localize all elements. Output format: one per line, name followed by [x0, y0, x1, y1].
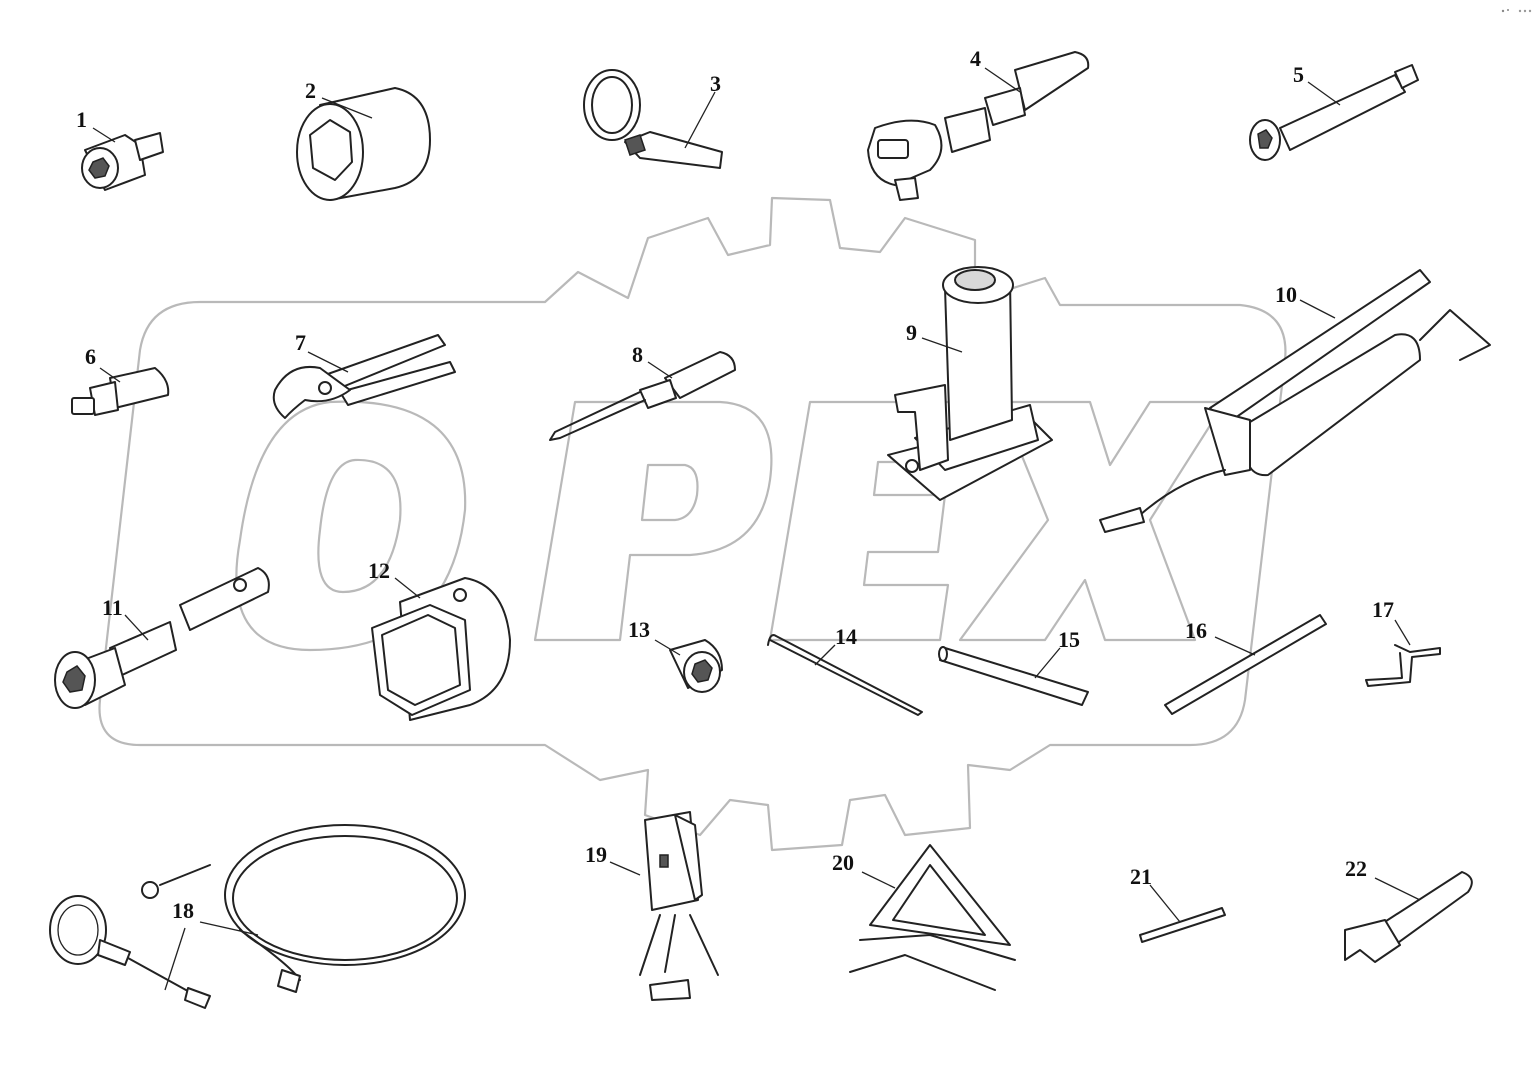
callout-6: 6: [85, 344, 96, 369]
callout-20: 20: [832, 850, 854, 875]
part-5-extension-bar: [1249, 64, 1419, 161]
callout-11: 11: [102, 595, 123, 620]
part-21-valve-tool: [1139, 907, 1226, 943]
part-2-large-socket: [296, 87, 431, 201]
callout-18: 18: [172, 898, 194, 923]
callout-17: 17: [1372, 597, 1394, 622]
part-15-tube: [938, 646, 1089, 706]
corner-mark: [1500, 2, 1534, 13]
callout-10: 10: [1275, 282, 1297, 307]
callout-22: 22: [1345, 856, 1367, 881]
watermark-letter-p: [533, 400, 773, 642]
part-16-brace-bar: [1164, 614, 1327, 715]
part-11-box-spanner: [54, 567, 270, 709]
part-13-small-socket: [669, 639, 723, 693]
part-1-socket-adapter: [81, 132, 164, 191]
watermark-gear-outline: [98, 196, 1287, 852]
callout-14: 14: [835, 624, 857, 649]
watermark-letter-x: [958, 400, 1227, 642]
callout-3: 3: [710, 71, 721, 96]
callout-5: 5: [1293, 62, 1304, 87]
callout-1: 1: [76, 107, 87, 132]
part-14-tyre-lever: [767, 634, 923, 716]
callout-13: 13: [628, 617, 650, 642]
callout-19: 19: [585, 842, 607, 867]
part-18-tyre-inflator-hose: [49, 824, 466, 1009]
part-20-warning-triangle: [849, 844, 1016, 991]
part-6-universal-joint: [71, 367, 170, 416]
callout-7: 7: [295, 330, 306, 355]
part-9-hydraulic-bottle-jack: [887, 266, 1053, 501]
callout-12: 12: [368, 558, 390, 583]
watermark-letter-o: [235, 400, 467, 652]
leader-lines: [92, 67, 1421, 991]
callout-15: 15: [1058, 627, 1080, 652]
part-3-filter-strap-wrench: [583, 69, 723, 169]
part-12-hub-socket: [371, 577, 511, 721]
part-22-adjustable-wrench: [1344, 871, 1473, 963]
callout-2: 2: [305, 78, 316, 103]
part-10-grease-gun: [1099, 269, 1491, 533]
part-4-ratchet-wrench: [867, 51, 1090, 201]
callout-9: 9: [906, 320, 917, 345]
callout-16: 16: [1185, 618, 1207, 643]
callout-8: 8: [632, 342, 643, 367]
part-8-screwdriver: [549, 351, 736, 441]
part-17-crank-handle: [1365, 644, 1441, 687]
part-19-work-lamp: [639, 811, 719, 1001]
part-7-water-pump-pliers: [272, 334, 456, 419]
callout-labels: 1 2 3 4 5 6 7 8 9 10 11 12 13 14 15 16 1…: [76, 46, 1394, 923]
callout-4: 4: [970, 46, 981, 71]
callout-21: 21: [1130, 864, 1152, 889]
